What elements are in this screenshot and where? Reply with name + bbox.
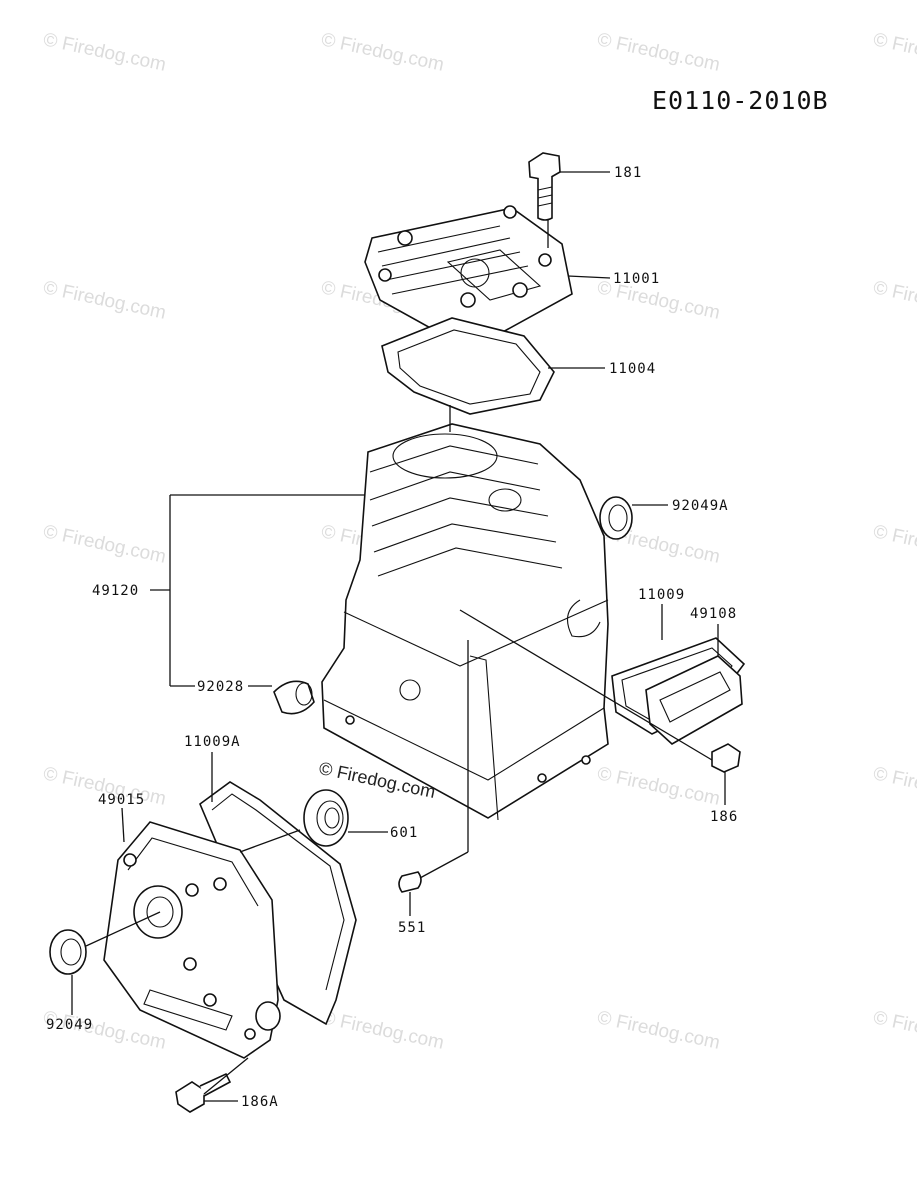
bolt-186-drawing — [711, 743, 741, 773]
bearing-601-drawing — [303, 789, 349, 847]
part-label-181: 181 — [614, 165, 643, 181]
pin-551-drawing — [398, 871, 422, 893]
cylinder-head-drawing — [364, 205, 573, 351]
part-label-11001: 11001 — [613, 271, 661, 287]
part-label-551: 551 — [398, 920, 427, 936]
part-label-92049: 92049 — [46, 1017, 94, 1033]
part-label-49108: 49108 — [690, 606, 738, 622]
plug-92028-drawing — [273, 680, 315, 715]
head-gasket-drawing — [381, 317, 555, 415]
leader-lines — [71, 171, 726, 1102]
oil-seal-92049A-drawing — [599, 496, 633, 540]
part-label-601: 601 — [390, 825, 419, 841]
oil-seal-92049-drawing — [49, 929, 87, 975]
part-label-186: 186 — [710, 809, 739, 825]
part-label-49120: 49120 — [92, 583, 140, 599]
part-label-92028: 92028 — [197, 679, 245, 695]
part-label-11009A: 11009A — [184, 734, 241, 750]
crankcase-block-drawing — [321, 423, 609, 821]
part-label-11009: 11009 — [638, 587, 686, 603]
part-label-186A: 186A — [241, 1094, 279, 1110]
part-label-49015: 49015 — [98, 792, 146, 808]
crankcase-cover-49015-drawing — [103, 821, 281, 1059]
bolt-181-drawing — [528, 152, 561, 221]
part-label-92049A: 92049A — [672, 498, 729, 514]
part-label-11004: 11004 — [609, 361, 657, 377]
diagram-code: E0110-2010B — [652, 86, 829, 115]
